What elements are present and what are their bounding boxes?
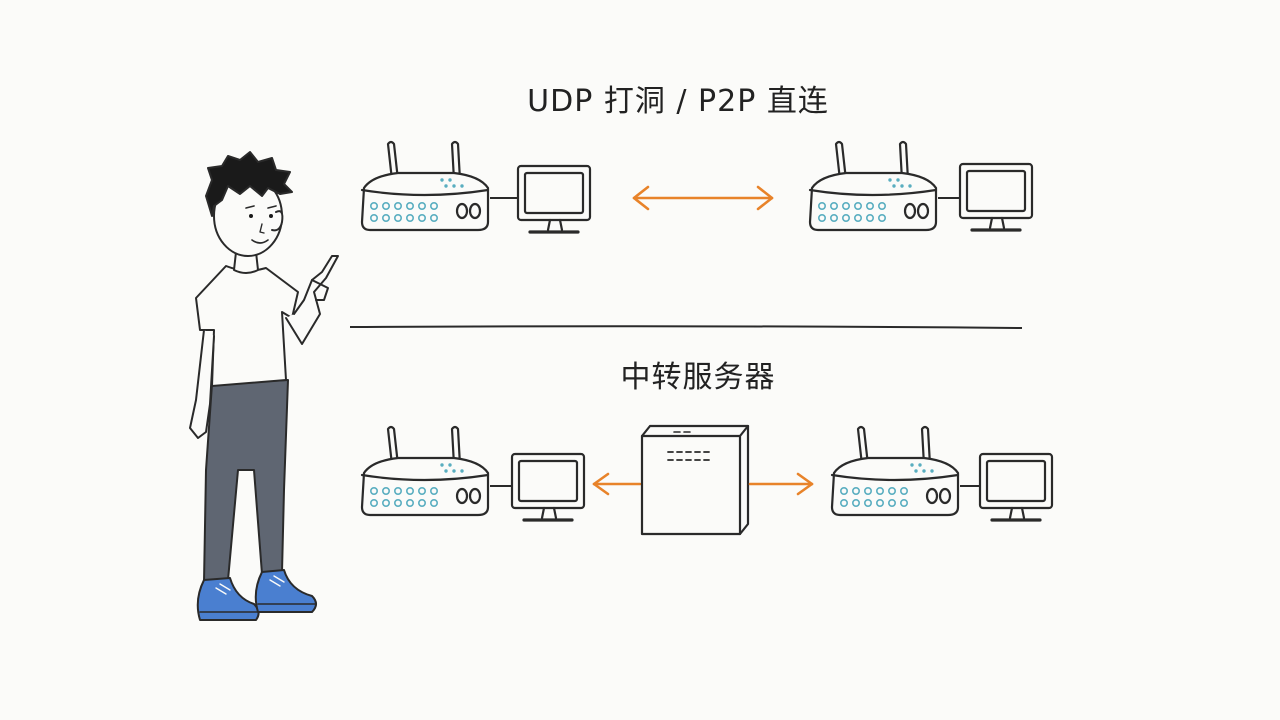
- monitor-icon: [958, 162, 1034, 232]
- router-icon: [360, 425, 490, 517]
- double-arrow-icon: [632, 185, 774, 211]
- router-icon: [830, 425, 960, 517]
- person-illustration: [189, 151, 339, 621]
- arrow-right-icon: [748, 472, 814, 496]
- monitor-icon: [510, 452, 586, 522]
- monitor-icon: [978, 452, 1054, 522]
- section-divider: [349, 325, 1023, 329]
- arrow-left-icon: [592, 472, 642, 496]
- relay-section-title: 中转服务器: [620, 360, 776, 395]
- router-icon: [360, 140, 490, 232]
- relay-server-icon: [640, 424, 750, 536]
- p2p-section-title: UDP 打洞 / P2P 直连: [527, 84, 829, 119]
- monitor-icon: [516, 164, 592, 234]
- router-icon: [808, 140, 938, 232]
